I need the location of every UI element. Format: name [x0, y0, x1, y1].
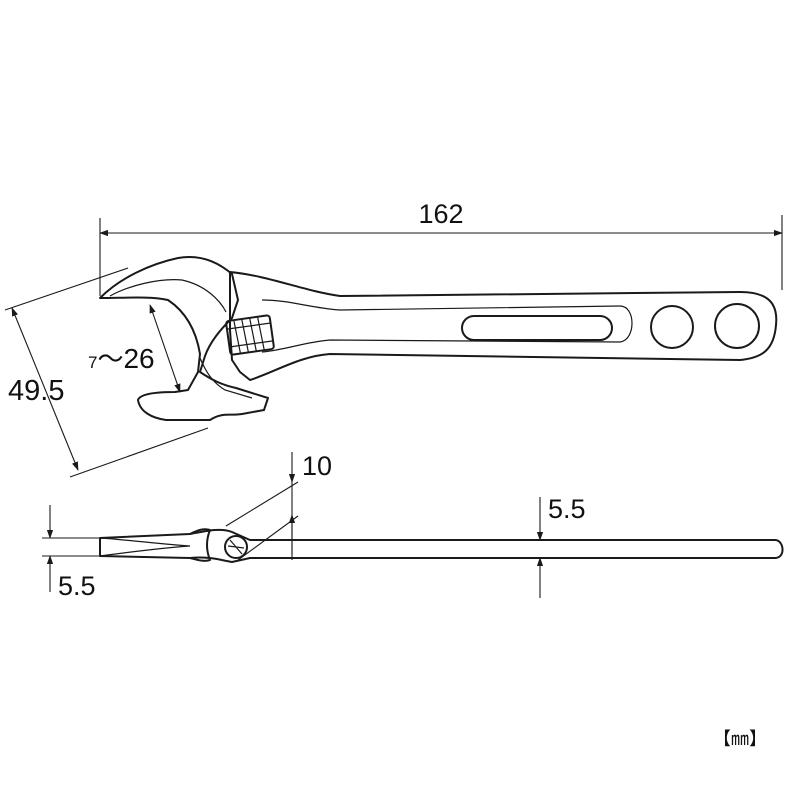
- wrench-side-view: [99, 528, 784, 563]
- jaw-capacity-min: 7: [88, 353, 97, 372]
- side-jaw-outline: [189, 528, 211, 562]
- handle-thickness-label: 5.5: [548, 494, 586, 524]
- jaw-capacity-label: 7～26: [88, 343, 155, 374]
- jaw-capacity-sep: ～: [97, 344, 123, 374]
- jaw-capacity-max: 26: [123, 343, 154, 374]
- side-bar-outline: [99, 528, 784, 563]
- side-screw: [224, 535, 248, 559]
- jaw-tip-thickness-dimension: [42, 505, 100, 592]
- unit-label: 【㎜】: [713, 729, 767, 750]
- wrench-fixed-jaw: [99, 256, 269, 421]
- head-thickness-dimension: [225, 452, 299, 561]
- overall-length-dimension: [99, 215, 783, 296]
- side-jaw-taper: [99, 537, 191, 557]
- handle-hole-2: [714, 303, 760, 349]
- jaw-tip-thickness-label: 5.5: [58, 571, 96, 601]
- head-width-dimension: [4, 267, 209, 478]
- wrench-handle-outline: [229, 271, 778, 381]
- wrench-top-view: [99, 256, 778, 421]
- handle-hole-1: [650, 305, 694, 349]
- overall-length-label: 162: [418, 199, 463, 229]
- jaw-inner-edge: [109, 279, 227, 313]
- handle-slot: [461, 315, 613, 341]
- jaw-lower-inner: [199, 357, 253, 399]
- worm-screw: [225, 314, 275, 356]
- wrench-handle-inner: [261, 299, 633, 353]
- jaw-capacity-dimension: [149, 304, 181, 393]
- head-width-label: 49.5: [8, 375, 64, 407]
- head-thickness-label: 10: [302, 451, 332, 481]
